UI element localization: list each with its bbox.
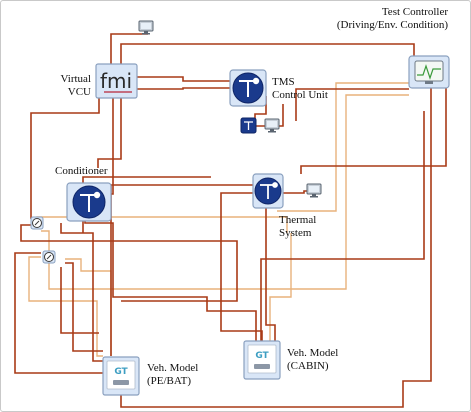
dark-wire [110,33,148,65]
dark-wire [20,224,238,302]
tms-control-unit-label-line1: TMS [272,76,295,88]
virtual-vcu-label-line1: Virtual [60,73,92,85]
dark-wire [120,43,415,65]
dark-wire [283,190,308,194]
dark-wires [14,33,447,408]
dark-wire [137,76,230,82]
veh-model-pe-bat-label: Veh. Model (PE/BAT) [147,362,198,388]
test-controller-label-line2: (Driving/Env. Condition) [336,19,448,31]
veh-model-pe-bat-block[interactable]: GT [102,356,140,396]
light-wire [277,82,409,212]
dark-wire [30,98,100,219]
scope-icon [417,64,441,80]
light-wire [41,94,409,290]
thermal-system-block[interactable] [252,173,284,209]
monitor-icon[interactable] [264,118,280,133]
dark-wire [120,88,432,408]
tms-control-unit-label: TMS Control Unit [272,76,328,102]
test-controller-label-line1: Test Controller [381,6,448,18]
tms-probe-block[interactable] [240,117,257,134]
dark-wire [14,252,103,374]
light-wire [28,256,103,357]
dark-wire [84,213,125,298]
conditioner-label-text: Conditioner [55,165,108,177]
conditioner-block[interactable] [66,182,112,222]
dark-wire [125,296,257,341]
dark-wire [65,262,103,352]
tms-control-unit-label-line2: Control Unit [272,89,328,101]
veh-model-pe-bat-label-line2: (PE/BAT) [147,375,191,387]
test-controller-block[interactable] [408,55,450,89]
dark-wire [60,267,99,334]
monitor-icon[interactable] [306,183,322,198]
dark-wire [265,208,276,341]
dark-wire [60,223,103,362]
controller-icon [80,191,101,212]
veh-model-cabin-block[interactable]: GT [243,340,281,380]
dark-wire [300,83,447,174]
controller-icon [260,182,278,199]
thermal-system-label-line2: System [279,227,312,239]
virtual-vcu-label-line2: VCU [67,86,91,98]
dark-wire [220,192,263,341]
dark-wire [97,98,122,168]
gt-model-icon: GT [114,367,128,377]
fmi-block-icon: fmi [100,69,132,93]
virtual-vcu-label: Virtual VCU [49,73,92,99]
dark-wire [137,87,230,90]
virtual-vcu-block[interactable]: fmi [95,63,138,99]
veh-model-pe-bat-label-line1: Veh. Model [147,362,199,374]
tms-control-unit-block[interactable] [229,69,267,107]
dark-wire [111,98,114,195]
controller-icon [239,77,260,97]
probe-icon[interactable] [42,250,56,264]
monitor-icon[interactable] [138,20,154,35]
thermal-system-label: Thermal System [279,214,316,240]
light-wire [269,233,292,341]
thermal-system-label-line1: Thermal [279,214,317,226]
veh-model-cabin-label: Veh. Model (CABIN) [287,347,338,373]
conditioner-label: Conditioner [55,165,108,178]
dark-wire [260,111,425,341]
veh-model-cabin-label-line1: Veh. Model [287,347,339,359]
controller-icon [244,121,253,130]
probe-icon[interactable] [30,216,44,230]
dark-wire [295,88,409,121]
light-wire [65,258,112,356]
veh-model-cabin-label-line2: (CABIN) [287,360,329,372]
gt-model-icon: GT [255,351,269,361]
test-controller-label: Test Controller (Driving/Env. Condition) [337,6,448,32]
